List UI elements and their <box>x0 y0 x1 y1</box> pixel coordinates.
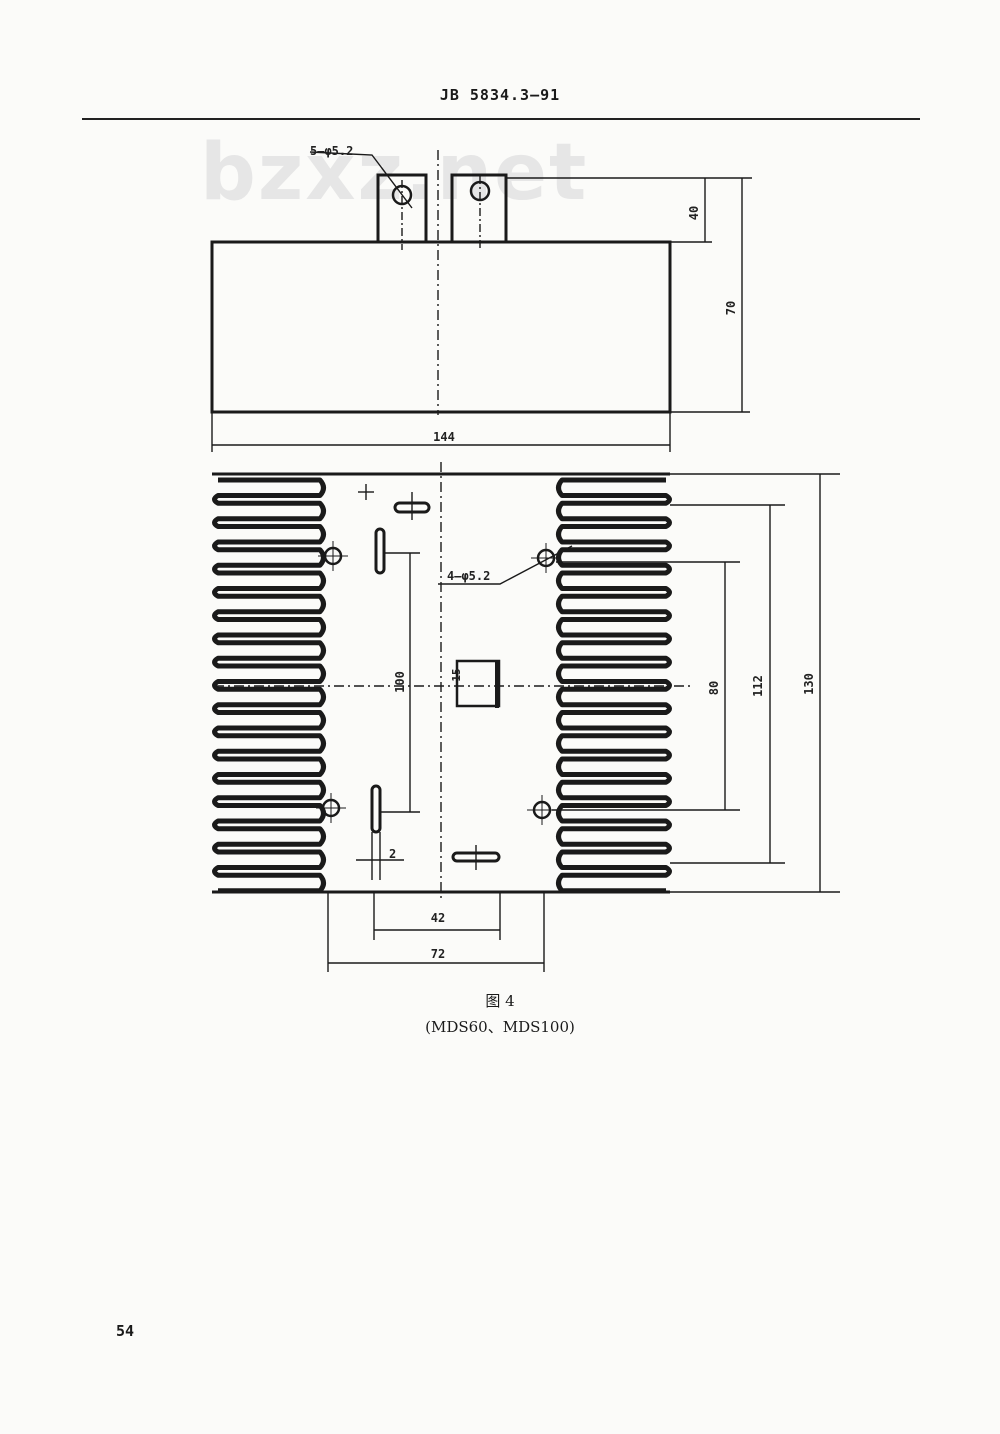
top-view <box>210 150 752 452</box>
bottom-view <box>212 462 840 972</box>
dim-height: 70 <box>724 301 738 315</box>
header-rule <box>82 118 920 120</box>
slot-left-top <box>374 527 386 575</box>
dim-width: 144 <box>433 430 455 444</box>
standard-code: JB 5834.3—91 <box>439 86 561 104</box>
slot-left-bottom <box>370 784 382 834</box>
dim-slot: 2 <box>389 847 396 861</box>
terminal-callout: 5—φ5.2 <box>310 144 353 158</box>
page-number: 54 <box>116 1322 135 1340</box>
dim-left-vertical: 100 <box>393 671 407 693</box>
terminal-left <box>376 173 428 244</box>
figure-number: 图 4 <box>485 992 515 1010</box>
dim-width-outer: 72 <box>431 947 445 961</box>
center-square <box>455 659 501 708</box>
top-view-body <box>210 240 672 414</box>
dim-width-inner: 42 <box>431 911 445 925</box>
dim-height-outer: 130 <box>802 673 816 695</box>
dim-center-small: 15 <box>450 668 463 681</box>
watermark: bzxz.net <box>200 128 589 218</box>
dim-height-mid: 112 <box>751 675 765 697</box>
hole-callout: 4—φ5.2 <box>447 569 490 583</box>
dim-height-inner: 80 <box>707 681 721 695</box>
dim-terminal-height: 40 <box>687 206 701 220</box>
figure-models: (MDS60、MDS100) <box>425 1018 575 1036</box>
terminal-right <box>450 173 508 244</box>
